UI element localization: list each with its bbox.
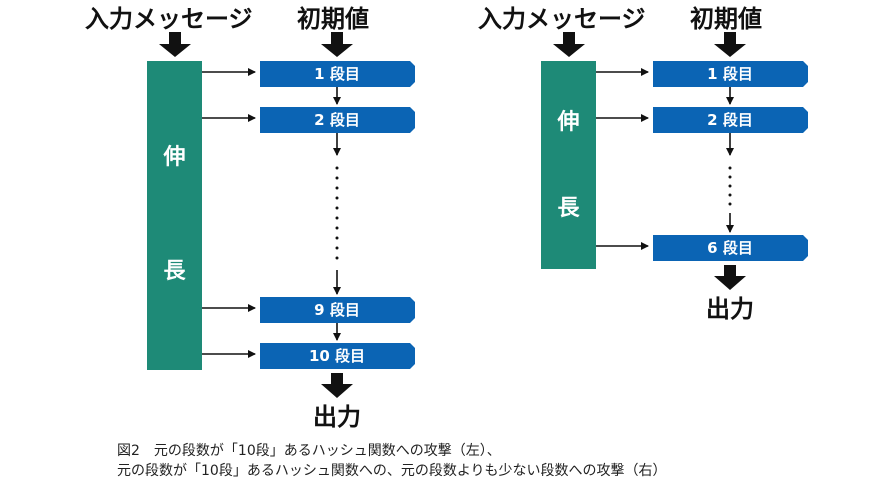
left-output-label: 出力: [313, 403, 361, 431]
left-initial-value-label: 初期値: [297, 5, 369, 33]
left-output-down-arrow-icon: [321, 373, 353, 398]
right-ellipsis-dots: [728, 166, 732, 206]
right-input-message-label: 入力メッセージ: [478, 5, 646, 33]
right-input-down-arrow-icon: [553, 32, 585, 57]
left-stage-10: 10 段目: [260, 343, 415, 369]
right-stage-1: 1 段目: [653, 61, 808, 87]
right-output-label: 出力: [706, 295, 754, 323]
right-extension-bar: [541, 61, 596, 269]
right-stage-1-label: 1 段目: [707, 65, 753, 83]
right-initial-value-label: 初期値: [690, 5, 762, 33]
figure-caption: 図2 元の段数が「10段」あるハッシュ関数への攻撃（左）、 元の段数が「10段」…: [117, 441, 857, 481]
left-stage-2: 2 段目: [260, 107, 415, 133]
left-stage-1: 1 段目: [260, 61, 415, 87]
left-input-down-arrow-icon: [159, 32, 191, 57]
left-diagram: 入力メッセージ 初期値 伸 長 1 段目 2 段目 9 段目: [85, 5, 415, 431]
left-stage-9-label: 9 段目: [314, 301, 360, 319]
left-stage-9: 9 段目: [260, 297, 415, 323]
left-stage-2-label: 2 段目: [314, 111, 360, 129]
caption-line-1: 図2 元の段数が「10段」あるハッシュ関数への攻撃（左）、: [117, 443, 501, 459]
right-extension-label-1: 伸: [556, 110, 579, 135]
left-stage-1-label: 1 段目: [314, 65, 360, 83]
left-ellipsis-dots: [335, 166, 339, 260]
right-stage-6-label: 6 段目: [707, 239, 753, 257]
left-extension-bar: [147, 61, 202, 370]
left-input-message-label: 入力メッセージ: [85, 5, 253, 33]
right-stage-6: 6 段目: [653, 235, 808, 261]
right-output-down-arrow-icon: [714, 265, 746, 290]
left-iv-down-arrow-icon: [321, 32, 353, 57]
caption-line-2: 元の段数が「10段」あるハッシュ関数への、元の段数よりも少ない段数への攻撃（右）: [117, 463, 667, 479]
left-extension-label-2: 長: [163, 259, 186, 284]
right-stage-2-label: 2 段目: [707, 111, 753, 129]
right-extension-label-2: 長: [557, 196, 580, 221]
left-stage-10-label: 10 段目: [309, 347, 365, 365]
left-extension-label-1: 伸: [162, 145, 185, 170]
right-diagram: 入力メッセージ 初期値 伸 長 1 段目 2 段目 6 段目: [478, 5, 808, 323]
right-iv-down-arrow-icon: [714, 32, 746, 57]
right-stage-2: 2 段目: [653, 107, 808, 133]
